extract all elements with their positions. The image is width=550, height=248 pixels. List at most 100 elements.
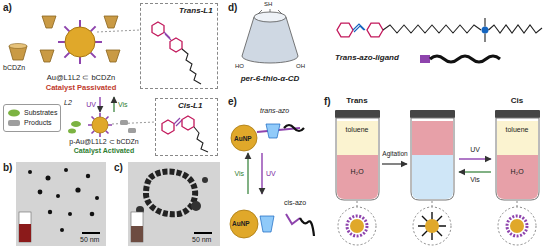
azo-ligand-drawing — [337, 23, 353, 37]
tem-image — [128, 162, 220, 246]
gold-nanoparticle-drawing — [260, 216, 274, 232]
tem-image — [202, 177, 208, 183]
vial-drawing — [411, 118, 454, 200]
edge-label: UV — [265, 170, 277, 178]
tem-image — [75, 187, 80, 192]
tem-image — [194, 232, 212, 234]
vial-drawing — [335, 110, 540, 200]
node-text: H₂O — [350, 168, 363, 176]
zoom-circle — [413, 207, 451, 245]
label-text: Agitation — [382, 150, 407, 157]
gold-nanoparticle: AuNP — [228, 195, 272, 245]
gold-nanoparticle-drawing — [230, 124, 314, 238]
trans-l1-molecule — [152, 22, 201, 84]
tem-image — [46, 176, 51, 181]
cis-l1-molecule — [182, 116, 194, 130]
label-text: SH — [264, 1, 272, 8]
gold-nanoparticle-drawing — [266, 124, 280, 138]
node-heading: Trans-L1 — [179, 7, 213, 16]
label-text: UV — [470, 146, 480, 154]
vial-drawing — [336, 118, 379, 200]
azo-ligand-drawing — [367, 23, 383, 37]
tem-image — [191, 201, 201, 211]
zoom-circle — [498, 207, 536, 245]
reaction-arrow — [247, 153, 248, 194]
node-heading: p-Au@L1L2 ⊂ bCDZn — [69, 138, 139, 146]
label-text: e) — [228, 96, 237, 107]
nanoparticle-top — [40, 16, 120, 62]
legend-sample — [7, 119, 21, 127]
product-symbol — [8, 120, 20, 126]
label-text: cis-azo — [284, 199, 306, 207]
gold-nanoparticle-drawing — [230, 210, 258, 238]
nanoparticle-cluster: p-Au@L1L2 ⊂ bCDZnCatalyst Activated — [58, 113, 150, 157]
label-text: b) — [3, 162, 12, 173]
legend-text: Substrates — [24, 109, 57, 117]
azo-ligand-drawing — [485, 18, 542, 42]
leader-line — [112, 122, 155, 124]
gold-nanoparticle: trans-azoAuNP — [230, 106, 305, 152]
label-text: 50 nm — [80, 236, 99, 244]
azo-ligand-drawing — [353, 24, 365, 32]
zoom-circle — [507, 216, 527, 236]
legend-sample — [7, 109, 21, 117]
nanoparticle-bottom — [128, 128, 136, 133]
cis-l1-molecule — [194, 127, 208, 152]
reaction-arrow — [113, 97, 114, 112]
nanoparticle-bottom — [68, 113, 136, 137]
trans-l1-molecule — [152, 22, 164, 36]
ligand-box: Cis-L1 — [155, 98, 218, 156]
process-arrow — [382, 159, 491, 172]
node-text: AuNP — [234, 135, 252, 142]
trans-l1-molecule — [164, 32, 171, 40]
vial: TranstolueneH₂O — [335, 110, 380, 200]
legend-item: Products — [7, 119, 57, 127]
cyclodextrin-drawing — [242, 17, 298, 63]
vial-drawing — [412, 121, 453, 155]
nanoparticle-top — [40, 16, 120, 64]
edge-label: Vis — [233, 170, 245, 178]
zoom-circle — [425, 219, 439, 233]
legend-box: SubstratesProducts — [3, 104, 61, 132]
vial: CistolueneH₂O — [495, 110, 540, 200]
node-text: toluene — [506, 126, 529, 134]
vial-drawing — [337, 121, 378, 155]
gold-nanoparticle-drawing — [231, 125, 257, 151]
label-text: f) — [324, 96, 331, 107]
node-text: toluene — [346, 126, 369, 134]
trans-l1-molecule — [182, 49, 201, 84]
leader-line — [97, 30, 140, 32]
vial-drawing — [497, 121, 538, 155]
zoom-circle — [357, 201, 517, 207]
azo-ligand-drawing — [420, 55, 430, 63]
azo-ligand-drawing — [383, 25, 481, 33]
nanoparticle-top — [65, 27, 95, 57]
trans-l1-molecule — [170, 38, 182, 52]
label-text: c) — [114, 162, 123, 173]
reaction-arrow — [261, 153, 262, 194]
tem-image — [131, 212, 143, 242]
tem-image — [16, 162, 106, 246]
tem-image — [82, 232, 100, 234]
zoom-circle — [418, 212, 446, 240]
tem-image — [16, 162, 106, 246]
node-heading: Trans — [346, 97, 367, 106]
vial-drawing — [495, 110, 540, 118]
edge-label: UV — [85, 101, 97, 109]
nanoparticle-bottom — [92, 117, 108, 133]
label-text: d) — [228, 2, 237, 13]
nanoparticle-top — [58, 20, 102, 64]
vial-drawing — [410, 110, 455, 118]
substrate-symbol — [8, 110, 20, 117]
tem-image — [64, 168, 68, 172]
process-arrow — [459, 171, 491, 172]
cyclodextrin-drawing — [258, 9, 282, 14]
nanoparticle-bottom — [71, 121, 81, 127]
edge-label: Vis — [117, 101, 129, 109]
node-text: Catalyst Passivated — [46, 84, 116, 92]
node-text: Catalyst Activated — [74, 147, 134, 155]
tem-image — [86, 174, 90, 178]
cyclodextrin-drawing — [242, 9, 298, 63]
